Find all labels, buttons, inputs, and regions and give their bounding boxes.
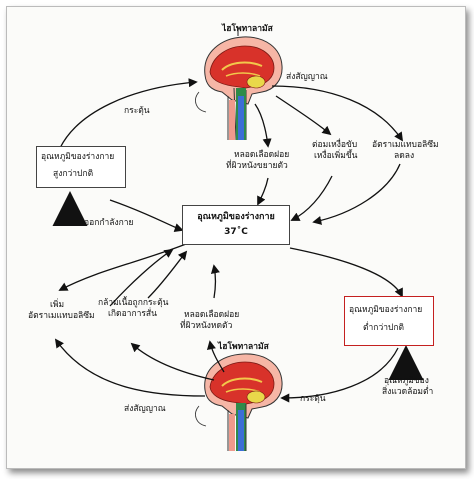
signal-top-label: ส่งสัญญาณ	[286, 72, 328, 82]
bottom-hypothalamus-label: ไฮโพทาลามัส	[218, 342, 269, 352]
sweat-line1: ต่อมเหงื่อขับ	[312, 140, 358, 150]
vasodilation-line1: หลอดเลือดฝอย	[234, 150, 290, 160]
top-hypothalamus-label: ไฮโพทาลามัส	[222, 24, 273, 34]
bottom-brain-illustration	[195, 353, 283, 451]
arrows-top	[52, 78, 404, 233]
metabolism-up-line2: อัตราเมแทบอลิซึม	[28, 311, 95, 321]
arrows-bottom	[54, 243, 424, 403]
high-box-line2: สูงกว่าปกติ	[53, 169, 94, 179]
exercise-label: ออกกำลังกาย	[84, 218, 134, 228]
high-temperature-box: อุณหภูมิของร่างกาย สูงกว่าปกติ	[36, 146, 126, 188]
metabolism-down-line1: อัตราเมแทบอลิซึม	[372, 140, 439, 150]
shiver-line2: เกิดอาการสั่น	[108, 309, 157, 319]
signal-bottom-label: ส่งสัญญาณ	[124, 404, 166, 414]
normal-temperature-box: อุณหภูมิของร่างกาย 37˚C	[182, 205, 290, 245]
low-box-line2: ต่ำกว่าปกติ	[363, 323, 405, 333]
stimulus-bottom-label: กระตุ้น	[300, 394, 326, 404]
sweat-line2: เหงื่อเพิ่มขึ้น	[314, 151, 358, 161]
environment-line2: สิ่งแวดล้อมต่ำ	[382, 387, 434, 397]
metabolism-up-line1: เพิ่ม	[50, 300, 65, 310]
low-box-line1: อุณหภูมิของร่างกาย	[349, 305, 423, 315]
low-temperature-box: อุณหภูมิของร่างกาย ต่ำกว่าปกติ	[344, 296, 434, 346]
vasoconstriction-line1: หลอดเลือดฝอย	[184, 310, 240, 320]
center-box-line1: อุณหภูมิของร่างกาย	[197, 212, 275, 222]
high-box-line1: อุณหภูมิของร่างกาย	[41, 152, 115, 162]
stimulus-top-label: กระตุ้น	[124, 106, 150, 116]
shiver-line1: กล้ามเนื้อถูกกระตุ้น	[98, 298, 169, 308]
center-box-line2: 37˚C	[224, 227, 248, 237]
vasodilation-line2: ที่ผิวหนังขยายตัว	[226, 161, 288, 171]
top-brain-illustration	[195, 30, 283, 141]
vasoconstriction-line2: ที่ผิวหนังหดตัว	[180, 321, 233, 331]
environment-line1: อุณหภูมิของ	[384, 376, 429, 386]
metabolism-down-line2: ลดลง	[394, 151, 415, 161]
